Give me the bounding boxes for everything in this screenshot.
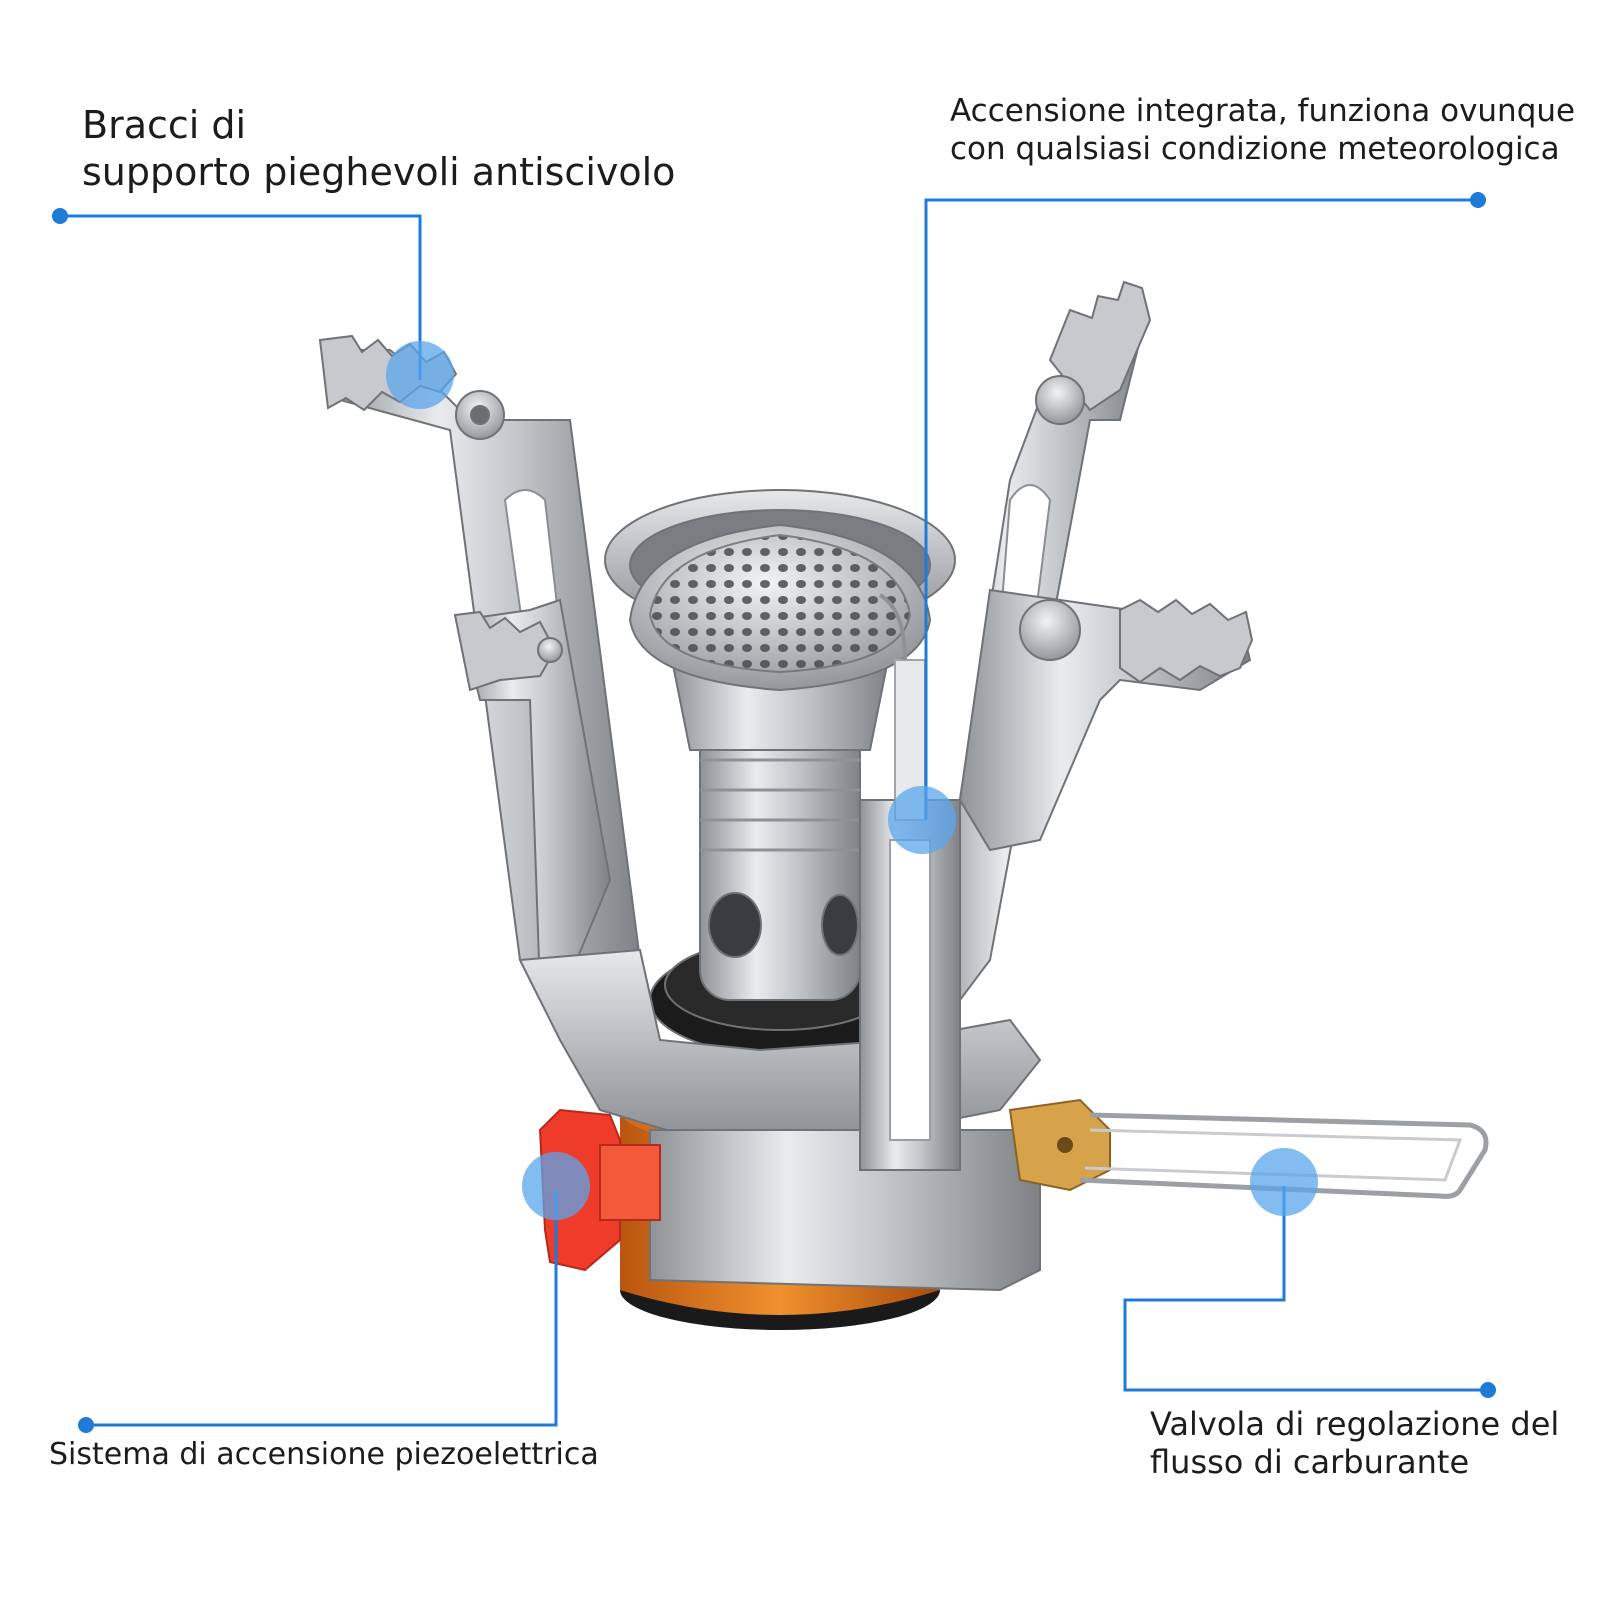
burner-assembly bbox=[604, 489, 956, 1056]
support-arm-right bbox=[928, 280, 1254, 1002]
callout-support-arms: Bracci di supporto pieghevoli antiscivol… bbox=[82, 103, 676, 194]
callout-fuel-valve: Valvola di regolazione del flusso di car… bbox=[1150, 1405, 1560, 1481]
leader-line-fuel-valve bbox=[1123, 1148, 1496, 1398]
callout-integrated-ignition: Accensione integrata, funziona ovunque c… bbox=[950, 93, 1576, 167]
leader-line-support-arms bbox=[52, 208, 454, 409]
support-arm-left bbox=[318, 334, 642, 1002]
leader-line-integrated-ignition bbox=[888, 192, 1486, 854]
callout-piezo-system: Sistema di accensione piezoelettrica bbox=[49, 1437, 599, 1472]
valve-housing bbox=[518, 593, 1042, 1292]
leader-line-piezo-system bbox=[78, 1152, 590, 1433]
fuel-valve-handle bbox=[1008, 1098, 1489, 1199]
